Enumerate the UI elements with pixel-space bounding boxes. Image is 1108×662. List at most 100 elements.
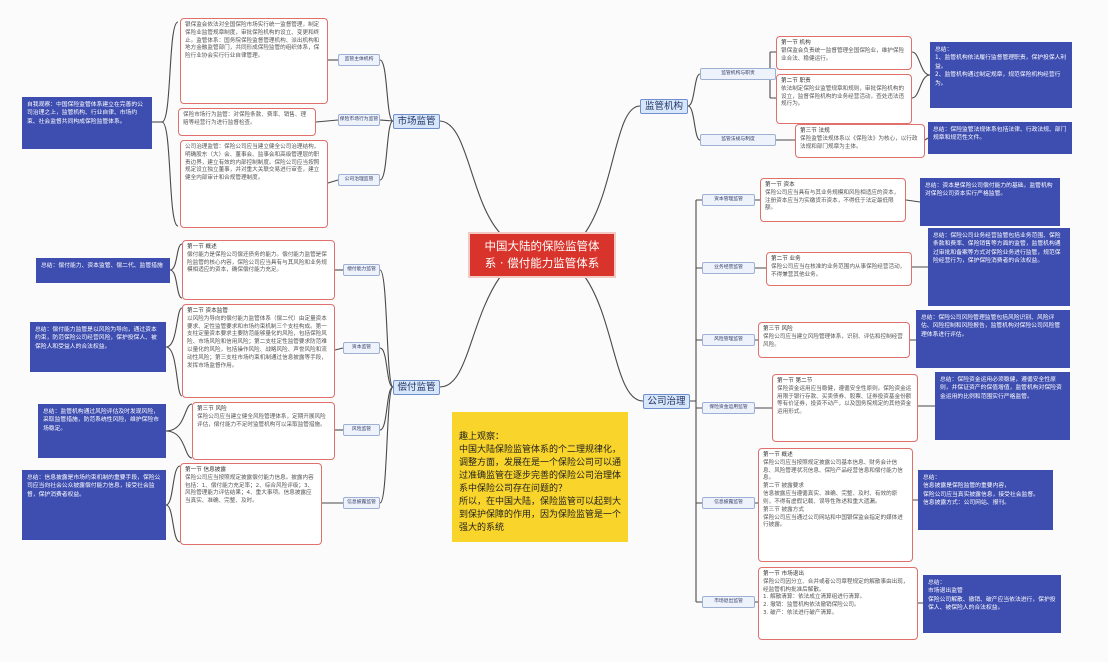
detail-box-body: 以风险为导向的偿付能力监管体系（偿二代）由定量资本要求、定性监管要求和市场约束机… xyxy=(187,315,327,369)
branch-label: 偿付能力监管 xyxy=(343,264,380,276)
detail-box-heading: 第一节 第二节 xyxy=(777,378,813,384)
branch-label: 资本监管 xyxy=(343,342,380,354)
summary-note: 总结：监管机构通过风险评估及时发现风险，采取监管措施，防范系统性风险，维护保险市… xyxy=(38,404,166,458)
summary-note: 自我观察：中国保险监管体系建立在完善的公司治理之上，监管机构、行业自律、市场约束… xyxy=(22,97,152,149)
detail-box-heading: 第一节 概述 xyxy=(763,452,793,458)
connector xyxy=(439,120,501,234)
detail-box-body: 保险公司应当按照规定披露偿付能力信息。披露内容包括：1、偿付能力充足率；2、综合… xyxy=(185,474,314,505)
summary-note: 总结：保险资金运用必须稳健，遵循安全性原则，并保证资产的保值增值，监管机构对保险… xyxy=(935,372,1070,440)
summary-note: 总结：资本是保险公司偿付能力的基础，监管机构对保险公司资本实行严格监管。 xyxy=(920,178,1060,226)
branch-label: 保险资金运用监管 xyxy=(702,402,755,414)
branch-label: 信息披露监管 xyxy=(343,497,380,509)
detail-box: 第一节 概述保险公司应当按照规定披露公司基本信息、财务会计信息、风险管理状况信息… xyxy=(758,448,913,562)
detail-box-body: 银保监会负责统一监督管理全国保险业，维护保险业合法、稳健运行。 xyxy=(781,47,905,62)
connector xyxy=(696,199,702,603)
connector xyxy=(165,465,181,543)
detail-box: 第二节 职责依法制定保险业监管规章和规则，审批保险机构的设立，监督保险机构的业务… xyxy=(776,74,912,124)
branch-label: 监管机构与职责 xyxy=(700,68,776,80)
detail-box-body: 保险公司应当建立健全风险管理体系，定期开展风险评估，偿付能力不足时监管机构可以采… xyxy=(197,413,326,428)
branch-label: 监管主体机构 xyxy=(338,54,380,66)
summary-note: 总结：保险公司业务经营监管包括业务范围、保险条款和费率、保险销售等方面的监管，监… xyxy=(928,228,1070,306)
detail-box-heading: 第一节 机构 xyxy=(781,40,811,46)
connector xyxy=(687,73,701,107)
connector xyxy=(905,199,935,604)
connector xyxy=(584,276,644,402)
summary-note: 总结：信息披露是市场约束机制的重要手段，保险公司应当向社会公众披露偿付能力信息，… xyxy=(22,470,166,540)
detail-box-heading: 第二节 业务 xyxy=(771,256,801,262)
connector xyxy=(755,199,772,603)
connector xyxy=(165,403,193,459)
detail-box-body: 保险监管法规体系以《保险法》为核心，以行政法规和部门规章为主体。 xyxy=(800,135,918,150)
central-topic: 中国大陆的保险监管体 系 · 偿付能力监管体系 xyxy=(468,232,616,278)
connector xyxy=(379,120,394,181)
detail-box-body: 保险公司应当具有与其业务规模和风险相适应的资本，注册资本应当为实缴货币资本，不得… xyxy=(765,189,900,212)
connector xyxy=(379,119,394,122)
connector xyxy=(379,269,394,388)
detail-box-body: 偿付能力是保险公司偿还债务的能力。偿付能力监管是保险监管的核心内容，保险公司应当… xyxy=(187,251,327,274)
summary-note: 总结：偿付能力监管是以风险为导向，通过资本约束，防范保险公司经营风险，保护投保人… xyxy=(30,322,166,372)
observation-box: 趣上观察： 中国大陆保险监管体系的个二理规律化，调整方面，发展在是一个保险公司可以… xyxy=(452,412,628,542)
detail-box-body: 依法制定保险业监管规章和规则，审批保险机构的设立，监督保险机构的业务经营活动，查… xyxy=(781,85,905,108)
detail-box-body: 保险公司应当建立风险管理体系，识别、评估和控制经营风险。 xyxy=(763,333,903,348)
detail-box: 第三节 风险保险公司应当建立风险管理体系，识别、评估和控制经营风险。 xyxy=(758,322,910,358)
connector xyxy=(911,51,931,76)
central-topic-line2: 系 · 偿付能力监管体系 xyxy=(484,256,600,270)
detail-box: 第二节 资本监管以风险为导向的偿付能力监管体系（偿二代）由定量资本要求、定性监管… xyxy=(182,304,335,398)
connector xyxy=(169,243,183,299)
connector xyxy=(584,105,641,234)
detail-box-heading: 第三节 风险 xyxy=(197,406,227,412)
summary-note: 总结：保险公司风险管理监管包括风险识别、风险评估、风险控制和风险报告，监管机构对… xyxy=(916,310,1070,368)
detail-box-body: 保险资金运用应当稳健，遵循安全性原则。保险资金运用限于银行存款、买卖债券、股票、… xyxy=(777,385,912,416)
summary-note: 总结： 信息披露是保险监管的重要内容， 保险公司应当真实披露信息，接受社会监督。… xyxy=(918,470,1053,530)
detail-box: 第一节 资本保险公司应当具有与其业务规模和风险相适应的资本，注册资本应当为实缴货… xyxy=(760,178,906,222)
branch-label: 业务经营监管 xyxy=(702,262,755,274)
detail-box-heading: 第二节 资本监管 xyxy=(187,308,228,314)
detail-box: 保险市场行为监管：对保险条款、费率、销售、理赔等经营行为进行监督检查。 xyxy=(178,108,316,136)
detail-box-body: 保险公司应当按照规定披露公司基本信息、财务会计信息、风险管理状况信息、保险产品经… xyxy=(763,459,903,529)
connector xyxy=(379,59,394,122)
detail-box: 银保监会依法对全国保险市场实行统一监督管理，制定保险业监管规章制度，审批保险机构… xyxy=(180,18,328,104)
central-topic-line1: 中国大陆的保险监管体 xyxy=(484,239,600,253)
main-node-left-bottom: 偿付监管 xyxy=(393,380,440,395)
connector xyxy=(327,179,339,184)
detail-box-body: 保险公司因分立、合并或者公司章程规定的解散事由出现，经监管机构批准后解散。 1.… xyxy=(763,578,909,617)
branch-label: 资本管理监管 xyxy=(702,194,755,206)
branch-label: 保险市场行为监管 xyxy=(338,114,380,126)
detail-box-heading: 第一节 概述 xyxy=(187,244,217,250)
connector xyxy=(315,119,339,123)
connector xyxy=(379,347,394,388)
detail-box-heading: 第三节 法规 xyxy=(800,128,830,134)
branch-label: 信息披露监管 xyxy=(702,497,755,509)
detail-box: 第一节 信息披露保险公司应当按照规定披露偿付能力信息。披露内容包括：1、偿付能力… xyxy=(180,463,322,545)
detail-box-heading: 第二节 职责 xyxy=(781,78,811,84)
connector xyxy=(687,105,701,141)
observation-title: 趣上观察： xyxy=(459,432,505,443)
connector xyxy=(911,74,931,99)
detail-box-heading: 第一节 资本 xyxy=(765,182,795,188)
summary-note: 总结：偿付能力、资本监管、偿二代、监管措施 xyxy=(36,258,170,283)
connector xyxy=(334,347,344,351)
branch-label: 市场退出监管 xyxy=(702,596,755,608)
main-node-left-top: 市场监管 xyxy=(393,114,440,129)
detail-box-heading: 第一节 信息披露 xyxy=(185,467,226,473)
detail-box: 第一节 概述偿付能力是保险公司偿还债务的能力。偿付能力监管是保险监管的核心内容，… xyxy=(182,240,335,300)
summary-note: 总结： 1、监管机构依法履行监督管理职责，保护投保人利益。 2、监管机构通过制定… xyxy=(930,42,1072,108)
detail-box: 第二节 业务保险公司应当在核准的业务范围内从事保险经营活动，不得兼营其他业务。 xyxy=(766,252,912,286)
detail-box-body: 保险公司应当在核准的业务范围内从事保险经营活动，不得兼营其他业务。 xyxy=(771,263,906,278)
detail-box-heading: 第一节 市场退出 xyxy=(763,571,804,577)
detail-box-heading: 第三节 风险 xyxy=(763,326,793,332)
branch-label: 监管法规与制度 xyxy=(700,134,776,146)
detail-box: 第一节 市场退出保险公司因分立、合并或者公司章程规定的解散事由出现，经监管机构批… xyxy=(758,567,918,640)
detail-box: 第三节 法规保险监管法规体系以《保险法》为核心，以行政法规和部门规章为主体。 xyxy=(795,124,925,158)
observation-body: 中国大陆保险监管体系的个二理规律化，调整方面，发展在是一个保险公司可以通过准确监… xyxy=(459,445,622,534)
detail-box: 公司治理监管：保险公司应当建立健全公司治理结构，明确股东（大）会、董事会、监事会… xyxy=(180,140,328,228)
branch-label: 风险管理监管 xyxy=(702,334,755,346)
connector xyxy=(161,21,179,227)
summary-note: 总结：保险监管法规体系包括法律、行政法规、部门规章和规范性文件。 xyxy=(928,122,1072,154)
branch-label: 公司治理监管 xyxy=(338,174,380,186)
detail-box: 第一节 第二节保险资金运用应当稳健，遵循安全性原则。保险资金运用限于银行存款、买… xyxy=(772,374,918,442)
connector xyxy=(379,386,394,504)
detail-box: 第一节 机构银保监会负责统一监督管理全国保险业，维护保险业合法、稳健运行。 xyxy=(776,36,912,70)
summary-note: 总结： 市场退出监管 保险公司解散、撤销、破产应当依法进行，保护投保人、被保险人… xyxy=(923,575,1061,633)
